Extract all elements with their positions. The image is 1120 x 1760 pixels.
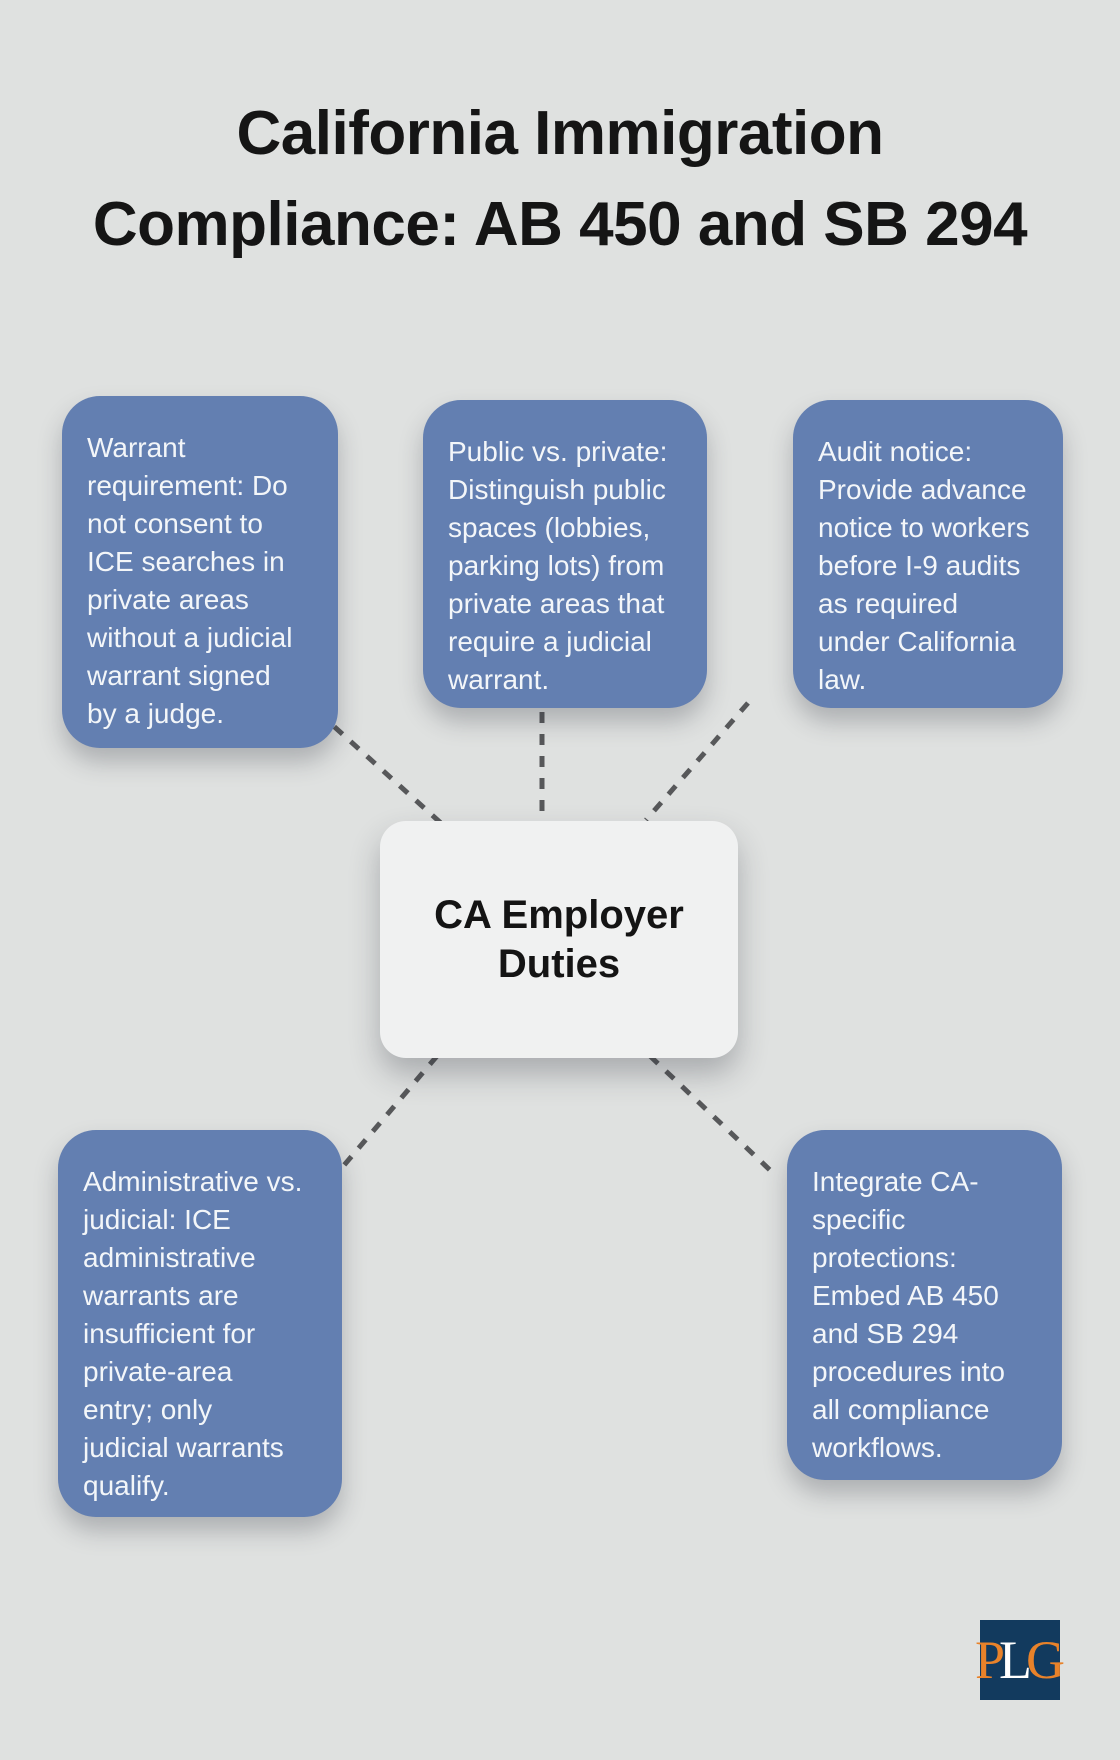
connector-center-to-admin [338,1054,439,1172]
card-warrant-requirement-text: Warrant requirement: Do not consent to I… [87,432,293,729]
connector-audit-to-center [644,701,750,822]
card-audit-notice-text: Audit notice: Provide advance notice to … [818,436,1030,695]
card-warrant-requirement: Warrant requirement: Do not consent to I… [62,396,338,748]
connector-center-to-integrate [648,1054,774,1174]
card-administrative-vs-judicial: Administrative vs. judicial: ICE adminis… [58,1130,342,1517]
card-administrative-vs-judicial-text: Administrative vs. judicial: ICE adminis… [83,1166,303,1501]
card-integrate-ca-protections-text: Integrate CA- specific protections: Embe… [812,1166,1006,1463]
plg-logo-letter-l: L [999,1630,1032,1690]
card-audit-notice: Audit notice: Provide advance notice to … [793,400,1063,708]
card-public-vs-private: Public vs. private: Distinguish public s… [423,400,707,708]
plg-logo: P L G [975,1620,1065,1700]
card-integrate-ca-protections: Integrate CA- specific protections: Embe… [787,1130,1062,1480]
center-node-ca-employer-duties: CA Employer Duties [380,821,738,1058]
center-node-label: CA Employer Duties [434,892,684,986]
plg-logo-letter-p: P [974,1630,1005,1690]
plg-logo-letter-g: G [1026,1630,1065,1690]
page-title: California Immigration Compliance: AB 45… [92,99,1028,259]
card-public-vs-private-text: Public vs. private: Distinguish public s… [448,436,668,695]
